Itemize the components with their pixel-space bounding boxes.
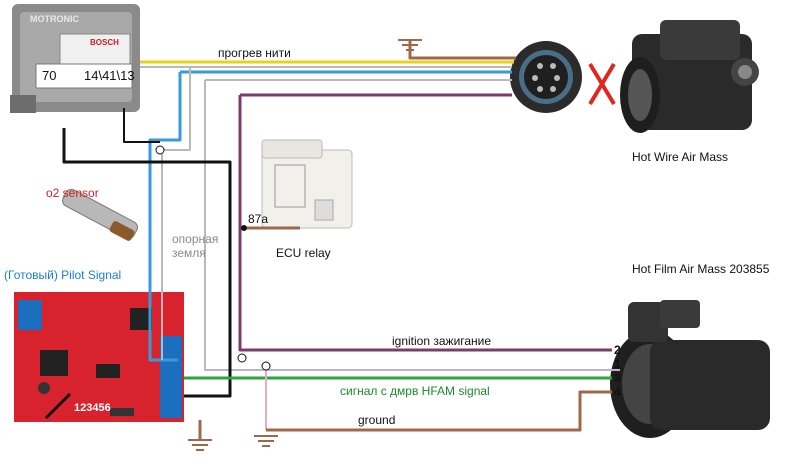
pilot-board — [14, 292, 184, 422]
hot-wire-maf — [620, 20, 759, 133]
hot-film-maf — [610, 300, 770, 438]
o2-sensor — [62, 188, 138, 241]
board-terminal-right — [160, 336, 182, 418]
hot-wire-inlet-inner — [628, 69, 652, 121]
ecu-mount — [10, 95, 36, 113]
ground-symbol-icon — [254, 435, 278, 447]
board-capacitor — [40, 350, 68, 376]
ecu-code-left: 70 — [42, 68, 57, 83]
label-relay-pin: 87a — [248, 212, 269, 226]
label-board-pins: 123456 — [74, 402, 111, 414]
hot-wire-top — [660, 20, 740, 60]
round-connector — [510, 41, 582, 113]
ecu-code-right: 14\41\13 — [84, 68, 135, 83]
hot-film-plug — [628, 302, 668, 342]
wire-ignition-purple — [238, 95, 612, 352]
label-pilot-signal: (Готовый) Pilot Signal — [4, 268, 122, 282]
wire-gray-ref — [161, 67, 191, 360]
wire-pilot-blue — [148, 72, 182, 362]
label-hfam-signal: сигнал с дмрв HFAM signal — [340, 384, 490, 398]
pin-3: 3 — [614, 371, 621, 385]
label-hot-wire: Hot Wire Air Mass — [632, 150, 729, 164]
o2-sensor-tip — [109, 221, 135, 241]
pin-4: 4 — [614, 385, 621, 399]
label-hot-film: Hot Film Air Mass 203855 — [632, 262, 770, 276]
label-ignition: ignition зажигание — [392, 334, 492, 348]
board-pointer-arrow — [44, 392, 72, 420]
ground-symbol-icon — [398, 39, 422, 51]
label-ground: ground — [358, 413, 396, 427]
board-terminal-left — [18, 300, 42, 330]
label-ref-ground-2: земля — [172, 246, 206, 260]
label-ref-ground-1: опорная — [172, 232, 219, 246]
ground-symbol-icon — [188, 439, 212, 451]
ecu-maker: BOSCH — [90, 38, 119, 47]
ecu-brand: MOTRONIC — [30, 14, 79, 24]
wire-black-main — [62, 128, 232, 398]
pin-2: 2 — [614, 343, 621, 357]
wires — [62, 40, 620, 440]
ecu-relay — [261, 139, 353, 229]
ecu-unit — [10, 4, 140, 113]
hot-film-body — [650, 340, 770, 430]
ecu-sticker — [59, 33, 131, 65]
wire-gray-ground-ref — [204, 80, 620, 371]
label-o2-sensor: o2 sensor — [46, 186, 99, 200]
wire-top-ground — [408, 40, 516, 60]
pin-1: 1 — [614, 357, 621, 371]
label-ecu-relay: ECU relay — [276, 246, 331, 260]
ecu-label-plate — [35, 63, 133, 89]
label-heater: прогрев нити — [218, 46, 291, 60]
disconnect-cross-icon — [588, 62, 616, 106]
wire-ground-brown — [266, 390, 612, 432]
